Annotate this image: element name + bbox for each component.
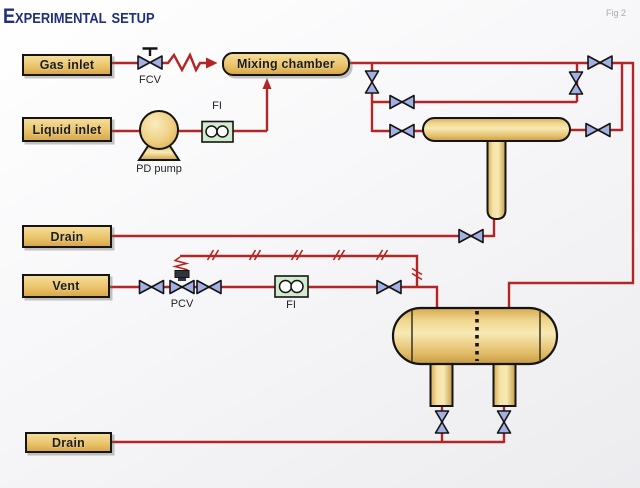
separator-head-seams [411, 310, 541, 362]
column-inlet-valve [389, 123, 415, 139]
fi-liquid-label: FI [212, 100, 222, 112]
pcv-actuator-stem [178, 277, 186, 281]
flow-indicator-vent [274, 275, 309, 298]
vent-valve-3 [376, 279, 402, 295]
gas-flow-arrow-icon [206, 57, 218, 69]
liquid-flow-arrow-icon [262, 78, 272, 89]
bypass-block-valve-left [364, 70, 380, 94]
drain-top-label-box: Drain [22, 225, 112, 248]
bottom-drain-line [112, 402, 506, 444]
process-piping [110, 52, 635, 444]
pd-pump-symbol [137, 110, 181, 161]
figure-note: Fig 2 [606, 8, 627, 18]
separator-left-boot [429, 359, 454, 407]
pd-pump-label: PD pump [136, 163, 182, 175]
liquid-inlet-label-box: Liquid inlet [22, 117, 112, 142]
t-column-stem [486, 138, 507, 221]
fcv-valve [137, 47, 163, 70]
flow-indicator-liquid [201, 120, 234, 143]
gas-inlet-label-box: Gas inlet [22, 54, 112, 76]
separator-vessel [391, 306, 559, 407]
main-line-valve [587, 55, 613, 70]
column-inlet-and-bypass-lines [370, 63, 579, 133]
fi-vent-label: FI [286, 299, 296, 311]
heat-trace-hatch-marks [206, 249, 423, 281]
pump-body [139, 110, 179, 150]
pcv-valve [169, 270, 195, 295]
liquid-inlet-pipe [112, 88, 269, 133]
vent-valve-1 [138, 279, 165, 295]
t-column-body [422, 117, 571, 142]
valves [137, 47, 613, 434]
page-title: Experimental setup [3, 5, 155, 28]
upper-drain-line [112, 215, 496, 238]
main-gas-line [350, 61, 635, 312]
vent-valve-2 [196, 279, 222, 295]
upper-drain-valve [458, 228, 484, 244]
separator-right-boot [492, 359, 517, 407]
flexible-connector-pipe [162, 52, 206, 73]
bypass-block-valve-right [568, 71, 584, 95]
vent-label-box: Vent [22, 274, 110, 298]
drain-bottom-label-box: Drain [25, 432, 112, 453]
column-outlet-valve [585, 122, 611, 138]
right-boot-drain-valve [496, 410, 512, 434]
fcv-label: FCV [139, 74, 161, 86]
mixing-chamber-box: Mixing chamber [222, 52, 350, 76]
pcv-actuator-icon [174, 270, 190, 278]
fcv-actuator-icon [142, 47, 158, 56]
separator-body [391, 306, 559, 366]
bypass-line-valve [389, 94, 415, 110]
pcv-label: PCV [170, 298, 194, 310]
left-boot-drain-valve [434, 410, 450, 434]
t-column-vessel [422, 117, 571, 221]
